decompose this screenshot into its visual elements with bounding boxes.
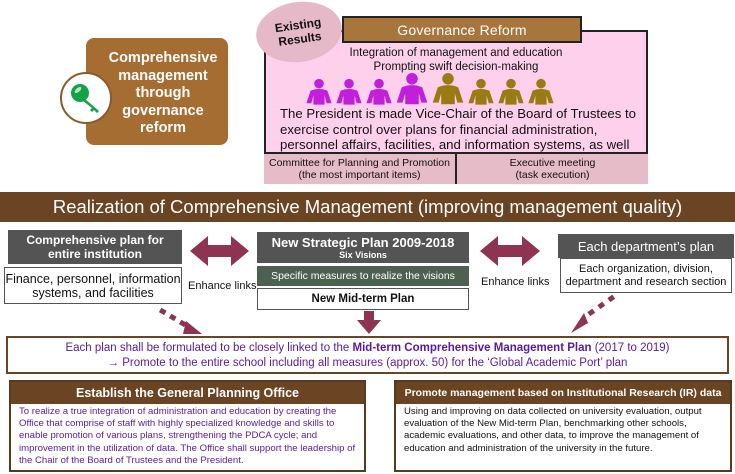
double-arrow-left-icon: [190, 236, 249, 266]
midterm-years: (2017 to 2019): [591, 342, 670, 354]
person-icon: [498, 78, 524, 105]
midterm-line-1: Each plan shall be formulated to be clos…: [8, 341, 727, 356]
dashed-arrow-left-icon: [158, 307, 202, 334]
midterm-plan-name: Mid-term Comprehensive Management Plan: [352, 342, 592, 354]
double-arrow-right-icon: [480, 236, 540, 266]
subtitle-line: Prompting swift decision-making: [373, 60, 539, 73]
department-plan-body: Each organization, division, department …: [560, 258, 732, 293]
governance-management-card: Comprehensive management through governa…: [86, 38, 228, 145]
department-plan-header: Each department’s plan: [558, 234, 734, 258]
general-planning-office-box: Establish the General Planning Office To…: [9, 380, 366, 472]
enhance-links-label-right: Enhance links: [481, 276, 550, 288]
midterm-line-2: → Promote to the entire school including…: [107, 356, 628, 369]
ir-data-title: Promote management based on Institutiona…: [396, 382, 730, 404]
card-title-line: reform: [140, 120, 186, 136]
governance-reform-title: Governance Reform: [342, 16, 582, 43]
midterm-prefix: Each plan shall be formulated to be clos…: [65, 342, 353, 354]
strategic-plan-title: New Strategic Plan 2009-2018: [271, 235, 455, 250]
enhance-links-label-left: Enhance links: [188, 280, 257, 292]
midterm-plan-statement: Each plan shall be formulated to be clos…: [6, 336, 729, 374]
executive-label: Executive meeting: [509, 157, 596, 169]
person-icon: [528, 78, 554, 105]
card-title-line: Comprehensive: [108, 50, 218, 66]
card-title-line: through: [135, 85, 191, 101]
person-icon: [306, 78, 332, 105]
key-icon: [71, 84, 99, 113]
realization-banner: Realization of Comprehensive Management …: [0, 192, 735, 222]
card-title-line: governance: [122, 102, 204, 119]
general-planning-office-title: Establish the General Planning Office: [11, 382, 364, 404]
person-icon: [366, 78, 392, 105]
body-line: department and research section: [565, 275, 727, 288]
person-icon: [432, 73, 464, 105]
body-line: Each organization, division,: [579, 262, 713, 275]
specific-measures-bar: Specific measures to realize the visions: [257, 266, 469, 286]
ir-data-text: Using and improving on data collected on…: [404, 406, 702, 454]
comprehensive-plan-body: Finance, personnel, information systems,…: [4, 267, 182, 304]
committee-sublabel: (the most important items): [298, 169, 421, 181]
ir-data-box: Promote management based on Institutiona…: [394, 380, 732, 472]
new-midterm-plan-box: New Mid-term Plan: [257, 288, 469, 310]
body-line: systems, and facilities: [32, 285, 154, 300]
general-planning-office-text: To realize a true integration of adminis…: [19, 406, 356, 466]
comprehensive-plan-header: Comprehensive plan for entire institutio…: [8, 230, 182, 264]
governance-subtitle: Integration of management and education …: [270, 47, 642, 74]
header-line: entire institution: [48, 247, 142, 261]
key-badge: [60, 72, 112, 124]
person-icon: [396, 73, 428, 105]
person-icon: [336, 78, 362, 105]
people-group: [305, 70, 555, 106]
card-title-line: management: [118, 67, 208, 84]
executive-cell: Executive meeting (task execution): [455, 154, 648, 184]
body-line: Finance, personnel, information: [5, 271, 181, 286]
committee-label: Committee for Planning and Promotion: [269, 157, 450, 169]
subtitle-line: Integration of management and education: [349, 47, 563, 59]
strategic-plan-header: New Strategic Plan 2009-2018 Six Visions: [257, 232, 469, 263]
banner-title: Realization of Comprehensive Management …: [52, 196, 683, 217]
person-icon: [468, 78, 494, 105]
strategic-plan-subtitle: Six Visions: [339, 250, 387, 260]
header-line: Comprehensive plan for: [26, 233, 164, 247]
governance-bodies-row: Committee for Planning and Promotion (th…: [264, 152, 648, 184]
dashed-arrow-right-icon: [571, 294, 616, 333]
committee-cell: Committee for Planning and Promotion (th…: [264, 154, 455, 184]
down-arrow-icon: [357, 311, 381, 334]
executive-sublabel: (task execution): [515, 169, 590, 181]
